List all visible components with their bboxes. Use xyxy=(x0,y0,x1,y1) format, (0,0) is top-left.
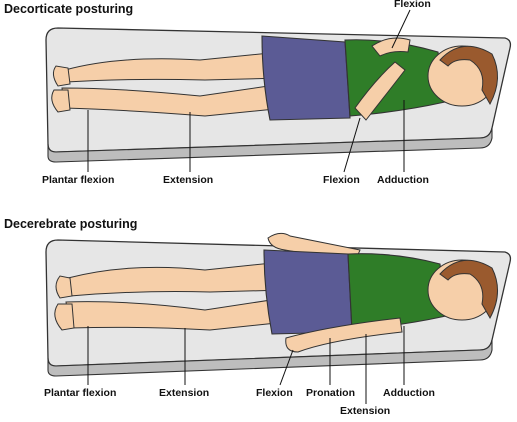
decorticate-illustration xyxy=(45,27,512,163)
pointer-flexion-bottom xyxy=(343,117,361,173)
label-flexion: Flexion xyxy=(256,387,293,399)
label-extension-arm: Extension xyxy=(340,405,391,417)
hair xyxy=(439,45,498,106)
label-extension-legs: Extension xyxy=(159,387,210,399)
arm-extended-side xyxy=(285,317,403,353)
foot-lower xyxy=(51,89,71,113)
arm-flexed-lower xyxy=(354,61,406,121)
foot-lower xyxy=(54,303,75,331)
foot-upper xyxy=(52,65,71,87)
label-plantar-flexion: Plantar flexion xyxy=(42,174,115,186)
hair xyxy=(439,259,498,320)
pointer-flexion xyxy=(279,349,294,386)
decorticate-title: Decorticate posturing xyxy=(4,2,134,16)
shorts xyxy=(261,35,351,121)
shorts xyxy=(263,249,353,335)
label-flexion-bottom: Flexion xyxy=(323,174,360,186)
decerebrate-pointers xyxy=(87,326,405,404)
decerebrate-illustration xyxy=(45,232,512,377)
label-adduction: Adduction xyxy=(383,387,435,399)
label-flexion-top: Flexion xyxy=(394,0,431,10)
mattress-side xyxy=(47,127,493,163)
pointer-flexion-top xyxy=(391,9,411,49)
mattress-side xyxy=(47,339,493,377)
decerebrate-title: Decerebrate posturing xyxy=(4,217,138,231)
label-extension: Extension xyxy=(163,174,214,186)
arm-flexed-upper xyxy=(371,37,411,57)
foot-upper xyxy=(55,275,73,299)
label-adduction: Adduction xyxy=(377,174,429,186)
label-plantar-flexion: Plantar flexion xyxy=(44,387,117,399)
label-pronation: Pronation xyxy=(306,387,355,399)
decorticate-pointers xyxy=(87,9,411,173)
